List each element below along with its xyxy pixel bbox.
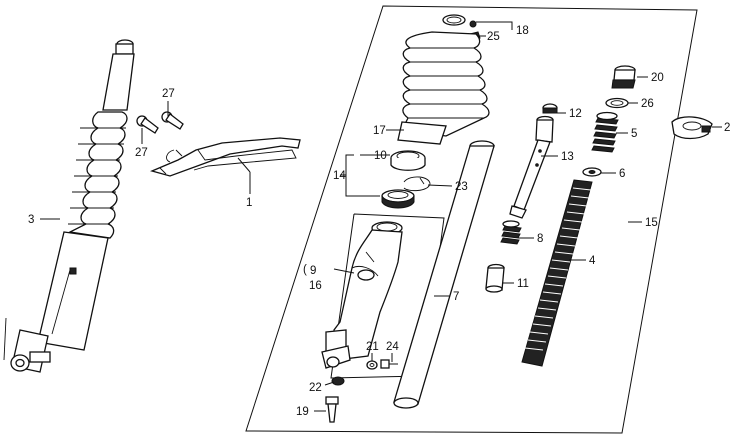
o-ring <box>605 97 629 109</box>
bolt-27-left <box>136 115 159 134</box>
callout-11: 11 <box>517 278 529 290</box>
fork-tube <box>393 140 495 409</box>
callout-17: 17 <box>373 125 386 137</box>
callout-15: 15 <box>645 217 658 229</box>
leader-lines <box>40 21 722 412</box>
assembly-frame <box>245 5 698 434</box>
callout-14: 14 <box>333 170 346 182</box>
callout-10: 10 <box>374 150 387 162</box>
callout-labels: 3 27 27 1 18 25 17 10 14 23 12 13 8 11 7… <box>28 25 730 418</box>
callout-26: 26 <box>641 98 654 110</box>
callout-bracket-open: ( <box>303 264 307 276</box>
boot-top-clip <box>442 14 477 28</box>
callout-12: 12 <box>569 108 582 120</box>
socket-bolt <box>325 396 339 423</box>
callout-2: 2 <box>724 122 730 134</box>
callout-27-top: 27 <box>162 88 175 100</box>
piston-ring <box>542 103 558 114</box>
callout-19: 19 <box>296 406 309 418</box>
assembled-fork-leg <box>3 39 135 373</box>
damper-rod <box>509 115 554 219</box>
callout-22: 22 <box>309 382 322 394</box>
callout-4: 4 <box>589 255 596 267</box>
fork-slider <box>321 221 403 369</box>
callout-5: 5 <box>631 128 637 140</box>
fork-cap-bolt <box>611 65 636 89</box>
oil-seal <box>390 150 426 171</box>
spring-seat <box>582 167 602 177</box>
hose-clamp-bracket <box>150 137 301 177</box>
oil-lock-piece <box>485 263 505 293</box>
callout-24: 24 <box>386 341 399 353</box>
callout-25: 25 <box>487 31 500 43</box>
callout-27-left: 27 <box>135 147 148 159</box>
rebound-spring <box>500 220 522 245</box>
separate-clamp <box>671 116 713 140</box>
drain-washer <box>366 360 378 370</box>
circlip <box>403 176 431 192</box>
callout-16: 16 <box>309 280 322 292</box>
callout-13: 13 <box>561 151 574 163</box>
callout-23: 23 <box>455 181 468 193</box>
callout-9: 9 <box>310 265 316 277</box>
callout-3: 3 <box>28 214 34 226</box>
callout-6: 6 <box>619 168 625 180</box>
callout-8: 8 <box>537 233 543 245</box>
bolt-27-right <box>161 111 184 130</box>
callout-1: 1 <box>246 197 252 209</box>
guide-bushing <box>381 189 415 209</box>
callout-18: 18 <box>516 25 529 37</box>
main-fork-spring <box>521 179 593 367</box>
callout-20: 20 <box>651 72 664 84</box>
callout-21: 21 <box>366 341 379 353</box>
callout-7: 7 <box>453 291 459 303</box>
dust-boot <box>397 31 490 145</box>
socket-bolt-washer <box>331 376 345 386</box>
upper-spring <box>591 111 619 153</box>
drain-screw <box>380 359 398 369</box>
assembled-boot <box>67 111 128 239</box>
